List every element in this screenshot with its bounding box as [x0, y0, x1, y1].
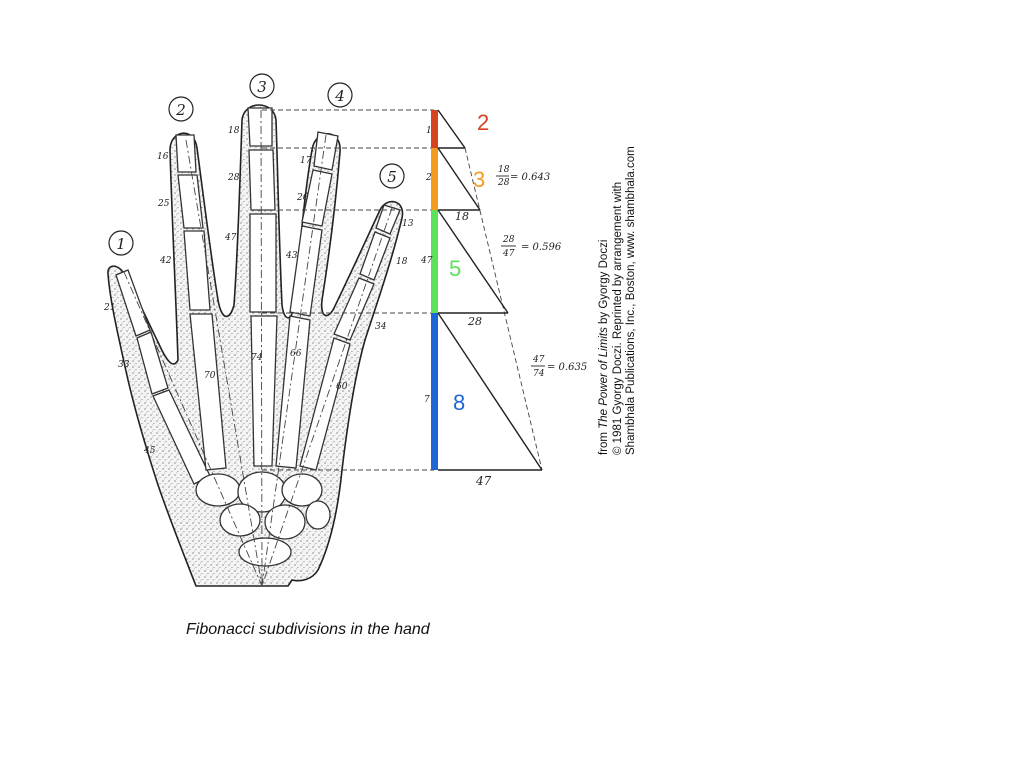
triangle-base-47: 47 [475, 474, 492, 488]
bone-length-bar-1: 1 [426, 126, 432, 136]
bone-length-ring-4: 66 [290, 349, 302, 359]
ratio-1: 18 28 = 0.643 [496, 165, 550, 188]
book-title: The Power of Limits [598, 327, 610, 429]
bone-length-middle-3: 47 [224, 233, 237, 243]
finger-axis-lines [123, 109, 393, 587]
bone-length-index-3: 42 [159, 256, 172, 266]
svg-text:5: 5 [387, 168, 397, 186]
finger-number-5: 5 [379, 163, 405, 189]
bone-length-index-2: 25 [157, 199, 170, 209]
segment-bar-2 [431, 110, 438, 148]
bone-length-middle-2: 28 [227, 173, 240, 183]
finger-number-4: 4 [327, 82, 353, 108]
segment-bar-3 [431, 148, 438, 210]
bone-length-bar-2: 2 [425, 173, 432, 183]
fibonacci-bar [431, 110, 438, 470]
bone-length-index-1: 16 [157, 152, 169, 162]
svg-text:74: 74 [533, 369, 545, 379]
svg-text:47: 47 [532, 355, 545, 365]
segment-number-2: 2 [477, 110, 489, 135]
bone-length-little-3: 34 [375, 322, 387, 332]
bone-length-little-2: 18 [396, 257, 408, 267]
svg-text:3: 3 [257, 78, 267, 96]
segment-bar-5 [431, 210, 438, 313]
credit-line-2: © 1981 Gyorgy Doczi. Reprinted by arrang… [611, 181, 624, 455]
bone-length-middle-4: 74 [251, 353, 263, 363]
bone-length-thumb-3: 45 [143, 446, 156, 456]
svg-text:= 0.635: = 0.635 [547, 362, 587, 373]
proportion-triangles [437, 109, 543, 471]
svg-text:= 0.596: = 0.596 [521, 242, 562, 253]
bone-length-little-4: 60 [336, 382, 348, 392]
bone-length-ring-1: 17 [300, 156, 312, 166]
triangle-base-18: 18 [455, 210, 469, 223]
triangle-base-28: 28 [467, 315, 482, 328]
svg-text:= 0.643: = 0.643 [510, 172, 550, 183]
bone-length-labels: 21 33 45 16 25 42 70 18 28 47 74 17 26 4… [103, 126, 433, 456]
svg-text:18: 18 [498, 165, 510, 175]
svg-text:4: 4 [334, 87, 345, 105]
segment-number-8: 8 [453, 390, 465, 415]
credit-line-1: from The Power of Limits by Gyorgy Doczi [598, 239, 610, 455]
svg-text:47: 47 [502, 249, 515, 259]
svg-text:2: 2 [175, 101, 186, 119]
ratio-3: 47 74 = 0.635 [531, 355, 587, 379]
svg-text:1: 1 [116, 235, 126, 253]
bone-length-ring-3: 43 [285, 251, 298, 261]
svg-text:28: 28 [497, 178, 510, 188]
figure-caption: Fibonacci subdivisions in the hand [186, 621, 430, 638]
bone-length-ring-2: 26 [296, 193, 309, 203]
bone-length-bar-3: 47 [420, 256, 433, 266]
bone-length-middle-1: 18 [228, 126, 240, 136]
bone-length-thumb-2: 33 [118, 360, 130, 370]
hand-bones [115, 107, 401, 567]
segment-number-5: 5 [449, 256, 461, 281]
segment-bar-8 [431, 313, 438, 470]
ratio-2: 28 47 = 0.596 [501, 235, 562, 259]
bone-length-index-4: 70 [204, 371, 216, 381]
segment-number-3: 3 [473, 167, 485, 192]
svg-text:28: 28 [502, 235, 515, 245]
bone-length-little-1: 13 [402, 219, 414, 229]
finger-number-2: 2 [168, 96, 194, 122]
bone-length-bar-4: 7 [424, 395, 430, 405]
image-credit: from The Power of Limits by Gyorgy Doczi… [598, 146, 639, 455]
credit-line-3: Shambhala Publications, Inc., Boston, ww… [625, 146, 637, 455]
finger-number-3: 3 [249, 73, 275, 99]
guide-lines [262, 109, 543, 471]
finger-number-1: 1 [108, 230, 134, 256]
bone-length-thumb-1: 21 [103, 303, 115, 313]
